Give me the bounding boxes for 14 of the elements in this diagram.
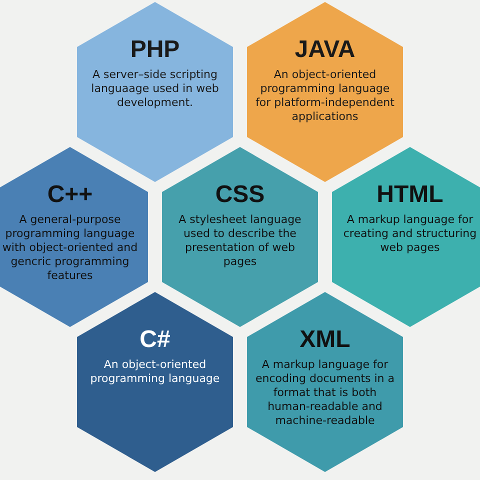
description-text: A stylesheet language used to describe the presentation of web pages bbox=[178, 213, 302, 269]
language-name: XML bbox=[300, 326, 350, 354]
description-text: An object-oriented programming language bbox=[89, 358, 221, 386]
language-name: CSS bbox=[215, 181, 265, 209]
description-text: A server–side scripting languaage used in web development. bbox=[90, 68, 220, 110]
description-text: An object-oriented programming language for platform-independent applications bbox=[255, 68, 395, 124]
language-name: HTML bbox=[376, 181, 444, 209]
language-name: C++ bbox=[47, 181, 93, 209]
language-name: PHP bbox=[130, 36, 180, 64]
language-name: JAVA bbox=[294, 36, 356, 64]
description-text: A markup language for creating and structuring web pages bbox=[342, 213, 478, 255]
description-text: A general-purpose programming language with object-oriented and gencric programming features bbox=[1, 213, 139, 283]
language-name: C# bbox=[140, 326, 170, 354]
description-text: A markup language for encoding documents in a format that is both human-readable and machine-readable bbox=[255, 358, 395, 428]
